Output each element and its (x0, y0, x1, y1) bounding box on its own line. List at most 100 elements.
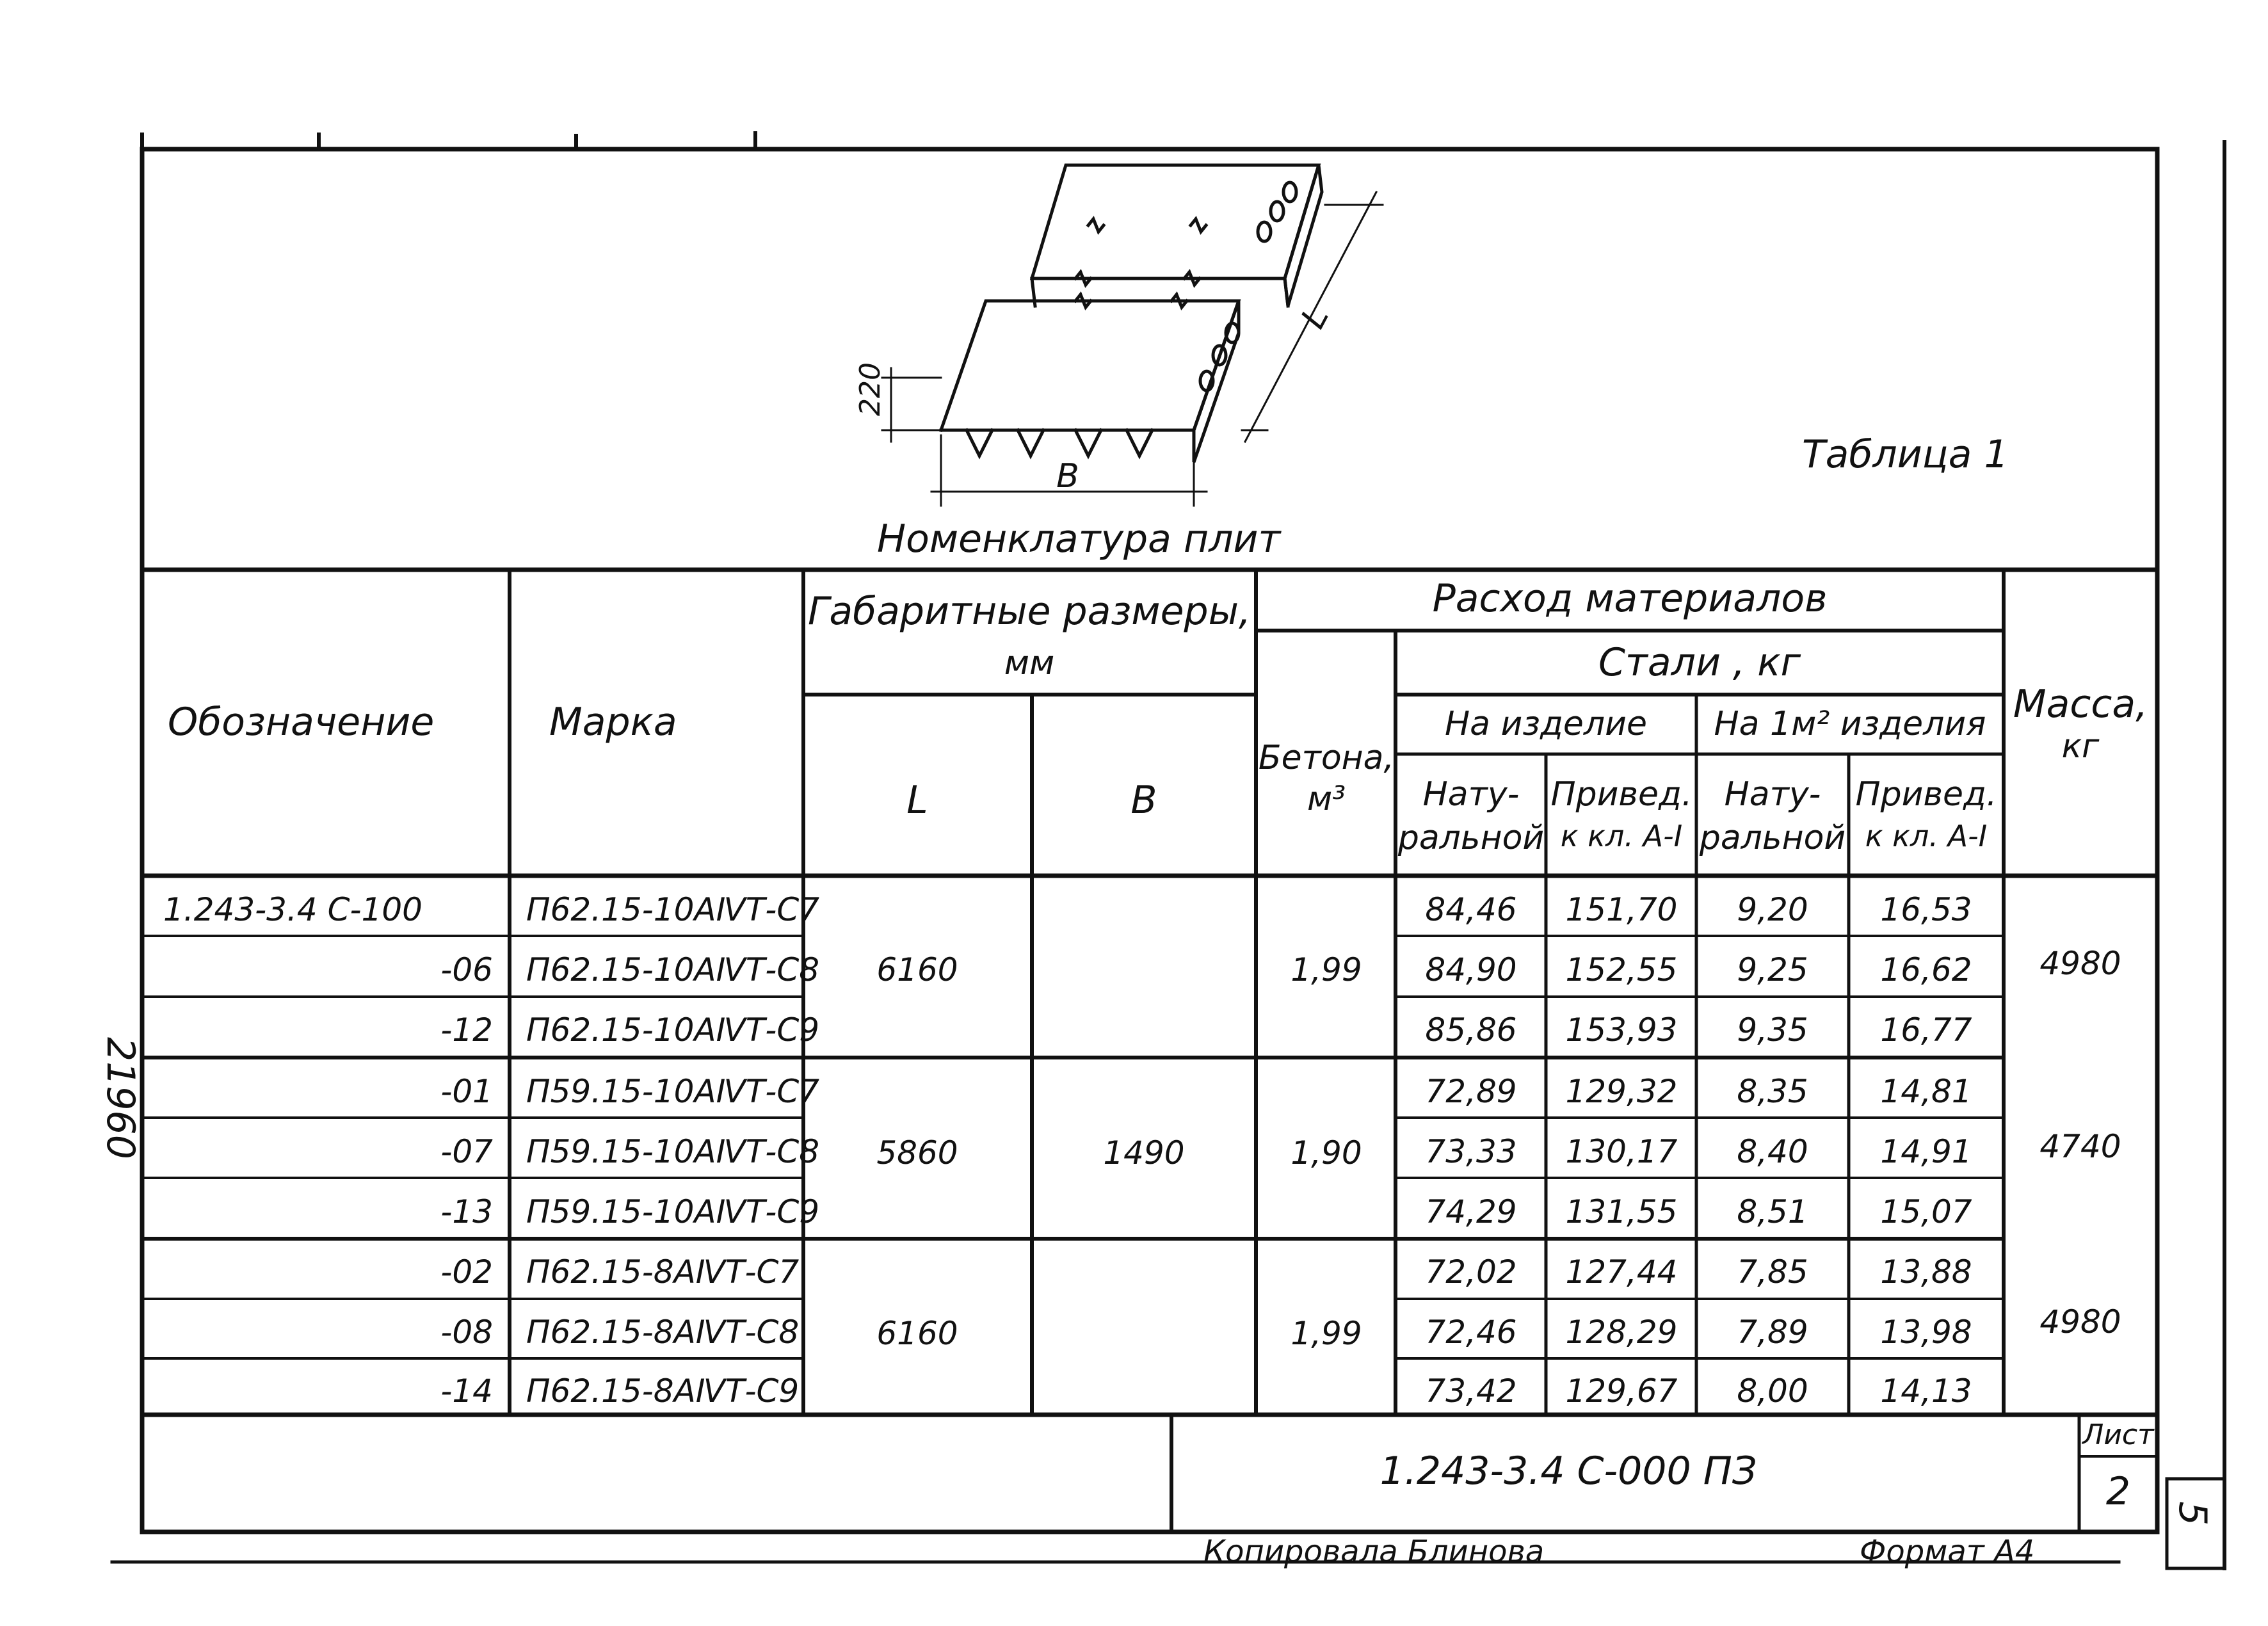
drawing-caption: Номенклатура плит (877, 517, 1281, 561)
row-nat-m2: 8,40 (1737, 1133, 1808, 1170)
row-mark: П62.15-8АⅣТ-С7 (526, 1253, 800, 1291)
row-nat-item: 73,42 (1425, 1372, 1517, 1410)
row-designation: -12 (440, 1011, 493, 1049)
group-concrete: 1,99 (1291, 951, 1362, 988)
header-reduced-m2-2: к кл. А-I (1865, 819, 1988, 853)
row-red-m2: 16,62 (1880, 951, 1972, 988)
header-dim-b: B (1130, 778, 1157, 823)
row-nat-m2: 7,89 (1737, 1314, 1808, 1351)
row-mark: П62.15-8АⅣТ-С8 (526, 1314, 800, 1351)
row-nat-m2: 8,35 (1737, 1073, 1808, 1110)
header-mark: Марка (549, 700, 677, 745)
row-designation: -06 (440, 951, 493, 988)
group-mass: 4980 (2039, 1303, 2121, 1340)
row-nat-item: 73,33 (1425, 1133, 1517, 1170)
table-label: Таблица 1 (1802, 432, 2009, 477)
row-mark: П59.15-10АⅣТ-С9 (526, 1193, 820, 1230)
header-concrete: Бетона, (1258, 739, 1395, 777)
width-value: 1490 (1103, 1134, 1185, 1171)
row-red-m2: 16,53 (1880, 891, 1972, 928)
doc-code: 1.243-3.4 С-000 ПЗ (1379, 1449, 1757, 1493)
header-mass-unit: кг (2061, 727, 2100, 766)
row-designation: -01 (440, 1073, 493, 1110)
row-nat-item: 74,29 (1425, 1193, 1517, 1230)
slab-illustration (881, 163, 1384, 507)
row-nat-m2: 7,85 (1737, 1253, 1808, 1291)
header-per-item: На изделие (1445, 705, 1647, 743)
row-red-item: 131,55 (1565, 1193, 1678, 1230)
row-nat-m2: 9,35 (1737, 1011, 1808, 1049)
row-nat-item: 72,46 (1425, 1314, 1517, 1351)
copied-by: Копировала Блинова (1203, 1534, 1545, 1570)
page-number: 5 (2170, 1501, 2215, 1526)
row-nat-m2: 9,20 (1737, 891, 1808, 928)
row-red-m2: 14,81 (1880, 1073, 1972, 1110)
header-per-m2: На 1м² изделия (1714, 705, 1986, 743)
header-reduced-item-1: Привед. (1550, 775, 1693, 814)
row-designation: -13 (440, 1193, 493, 1230)
group-length: 6160 (876, 1315, 958, 1352)
group-concrete: 1,99 (1291, 1315, 1362, 1352)
row-designation: -14 (440, 1372, 493, 1410)
header-consumption: Расход материалов (1432, 576, 1828, 621)
row-red-item: 129,32 (1565, 1073, 1678, 1110)
row-nat-item: 72,89 (1425, 1073, 1517, 1110)
row-red-m2: 13,98 (1880, 1314, 1972, 1351)
row-mark: П62.15-10АⅣТ-С7 (526, 891, 820, 928)
header-dimensions: Габаритные размеры, (807, 589, 1251, 634)
header-designation: Обозначение (168, 700, 435, 745)
row-red-m2: 14,13 (1880, 1372, 1972, 1410)
group-length: 5860 (876, 1134, 958, 1171)
header-dimensions-unit: мм (1004, 644, 1055, 682)
row-red-item: 127,44 (1565, 1253, 1678, 1291)
header-dim-l: L (906, 778, 928, 823)
row-red-m2: 13,88 (1880, 1253, 1972, 1291)
header-natural-m2-2: ральной (1699, 819, 1846, 857)
header-steel: Стали , кг (1598, 640, 1801, 685)
row-designation: 1.243-3.4 С-100 (163, 891, 422, 928)
row-designation: -07 (440, 1133, 493, 1170)
format-label: Формат А4 (1860, 1534, 2035, 1570)
row-nat-m2: 9,25 (1737, 951, 1808, 988)
row-red-m2: 16,77 (1880, 1011, 1972, 1049)
frame-border (140, 147, 2160, 1534)
header-natural-item-1: Нату- (1422, 775, 1520, 814)
row-red-item: 152,55 (1565, 951, 1678, 988)
group-mass: 4980 (2039, 945, 2121, 982)
row-nat-item: 72,02 (1425, 1253, 1517, 1291)
row-red-item: 153,93 (1565, 1011, 1678, 1049)
sheet-label: Лист (2082, 1419, 2154, 1451)
row-nat-item: 84,46 (1425, 891, 1517, 928)
header-reduced-item-2: к кл. А-I (1560, 819, 1683, 853)
header-natural-item-2: ральной (1397, 819, 1545, 857)
dim-height-label: 220 (854, 362, 887, 416)
group-length: 6160 (876, 951, 958, 988)
header-mass: Масса, (2013, 682, 2148, 727)
group-concrete: 1,90 (1291, 1134, 1362, 1171)
dim-width-label: B (1056, 457, 1079, 495)
row-designation: -02 (440, 1253, 493, 1291)
inventory-number: 21960 (98, 1037, 143, 1159)
group-mass: 4740 (2039, 1128, 2121, 1165)
row-mark: П59.15-10АⅣТ-С8 (526, 1133, 820, 1170)
row-red-item: 129,67 (1565, 1372, 1678, 1410)
row-red-item: 130,17 (1565, 1133, 1678, 1170)
header-reduced-m2-1: Привед. (1855, 775, 1997, 814)
row-red-item: 128,29 (1565, 1314, 1678, 1351)
row-designation: -08 (440, 1314, 493, 1351)
row-red-m2: 14,91 (1880, 1133, 1972, 1170)
header-concrete-unit: м³ (1307, 780, 1346, 818)
row-nat-item: 84,90 (1425, 951, 1517, 988)
row-red-item: 151,70 (1565, 891, 1678, 928)
row-mark: П62.15-10АⅣТ-С9 (526, 1011, 820, 1049)
page-number-box (2165, 1477, 2226, 1570)
sheet-number: 2 (2105, 1469, 2131, 1514)
row-nat-m2: 8,51 (1737, 1193, 1808, 1230)
header-natural-m2-1: Нату- (1724, 775, 1821, 814)
row-mark: П59.15-10АⅣТ-С7 (526, 1073, 820, 1110)
row-mark: П62.15-10АⅣТ-С8 (526, 951, 820, 988)
row-mark: П62.15-8АⅣТ-С9 (526, 1372, 800, 1410)
row-nat-m2: 8,00 (1737, 1372, 1808, 1410)
row-red-m2: 15,07 (1880, 1193, 1972, 1230)
